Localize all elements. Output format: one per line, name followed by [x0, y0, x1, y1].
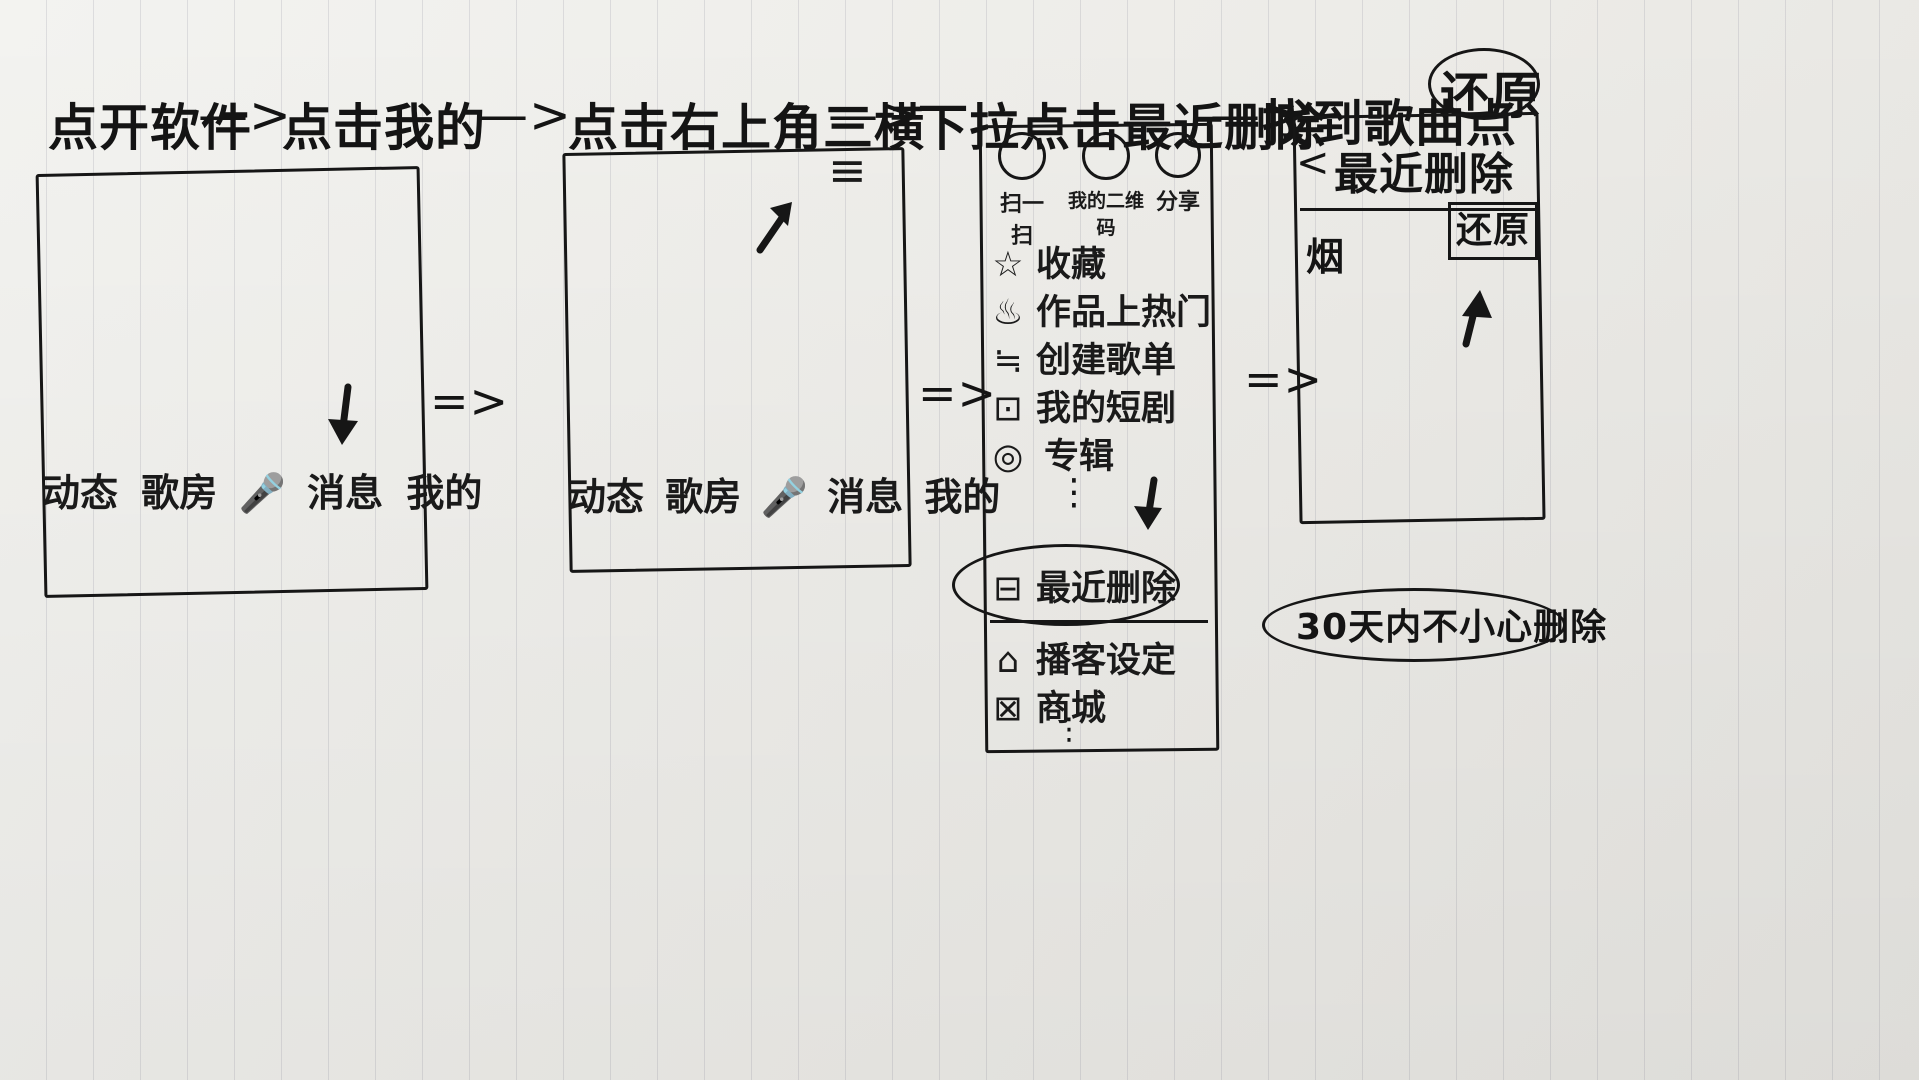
down-arrow-icon [1134, 476, 1162, 530]
my-qr-icon [1082, 132, 1130, 180]
nav-karaoke[interactable]: 歌房 [141, 471, 218, 515]
back-icon[interactable]: < [1296, 140, 1331, 186]
share-item[interactable]: 分享 [1150, 132, 1206, 216]
menu-item-favorites[interactable]: ☆收藏 [990, 236, 1106, 287]
deleted-song-title: 烟 [1306, 235, 1346, 279]
mic-icon: 🎤 [238, 471, 286, 515]
down-arrow-icon [328, 383, 358, 445]
menu-item-promote[interactable]: ♨作品上热门 [990, 284, 1211, 335]
menu-item-store[interactable]: ⊠商城 [990, 680, 1106, 731]
nav-messages[interactable]: 消息 [307, 471, 384, 515]
album-icon: ◎ [992, 437, 1024, 477]
nav-karaoke[interactable]: 歌房 [665, 475, 742, 519]
flow-arrow: —> [828, 86, 922, 144]
phone-home-screen [35, 166, 429, 598]
restore-circle [1428, 48, 1540, 120]
more-ellipsis: ⋮ [1054, 712, 1085, 747]
next-arrow: => [430, 374, 510, 428]
my-qr-item[interactable]: 我的二维码 [1068, 132, 1144, 240]
menu-item-create-playlist[interactable]: ≒创建歌单 [990, 332, 1176, 383]
my-qr-label: 我的二维码 [1068, 190, 1145, 239]
scan-item[interactable]: 扫一扫 [992, 132, 1052, 250]
flow-arrow: —> [478, 86, 572, 144]
up-right-arrow-icon [756, 202, 792, 254]
note-circle [1262, 588, 1566, 662]
flow-arrow: —> [1210, 86, 1304, 144]
mic-icon: 🎤 [760, 475, 808, 519]
scan-icon [998, 132, 1046, 180]
next-arrow: => [918, 366, 998, 420]
store-icon: ⊠ [993, 689, 1023, 729]
nav-mine[interactable]: 我的 [924, 475, 1001, 519]
nav-feed[interactable]: 动态 [568, 475, 645, 519]
note-text: 30天内不小心删除 [1296, 607, 1608, 648]
bottom-nav: 动态 歌房 🎤 消息 我的 [42, 462, 482, 517]
up-arrow-icon [1462, 290, 1492, 348]
step-restore: 还原 [1440, 67, 1542, 125]
recently-deleted-highlight [952, 544, 1180, 626]
divider [990, 620, 1208, 623]
menu-item-podcast-settings[interactable]: ⌂播客设定 [990, 632, 1176, 683]
step-tap-mine: 点击我的 [282, 99, 486, 157]
share-label: 分享 [1155, 190, 1200, 215]
restore-button[interactable]: 还原 [1448, 202, 1538, 260]
restore-label: 还原 [1455, 210, 1530, 251]
top-icon-row: 扫一扫 我的二维码 分享 [986, 132, 1208, 249]
trash-icon: ⊟ [993, 569, 1023, 609]
step-tap-menu: 点击右上角三横 [568, 99, 925, 157]
menu-item-recently-deleted[interactable]: ⊟最近删除 [990, 560, 1176, 611]
star-icon: ☆ [992, 245, 1024, 285]
step-open-app: 点开软件 [48, 99, 252, 157]
menu-item-album[interactable]: ◎专辑 [990, 428, 1114, 479]
nav-mine[interactable]: 我的 [406, 471, 483, 515]
header-divider [1300, 208, 1536, 211]
more-ellipsis: ⋮ [1056, 472, 1093, 513]
next-arrow: => [1244, 352, 1324, 406]
playlist-icon: ≒ [993, 341, 1023, 381]
drama-icon: ⊡ [993, 389, 1023, 429]
nav-messages[interactable]: 消息 [827, 475, 904, 519]
fire-icon: ♨ [992, 293, 1024, 333]
page-title: 最近删除 [1334, 149, 1514, 200]
hamburger-menu-icon[interactable]: ≡ [828, 143, 867, 197]
flow-arrow: —> [198, 86, 292, 144]
bottom-nav: 动态 歌房 🎤 消息 我的 [568, 466, 1000, 521]
scan-label: 扫一扫 [999, 192, 1044, 249]
headset-icon: ⌂ [996, 641, 1020, 681]
share-icon [1155, 132, 1201, 178]
menu-item-my-drama[interactable]: ⊡我的短剧 [990, 380, 1176, 431]
nav-feed[interactable]: 动态 [42, 471, 119, 515]
